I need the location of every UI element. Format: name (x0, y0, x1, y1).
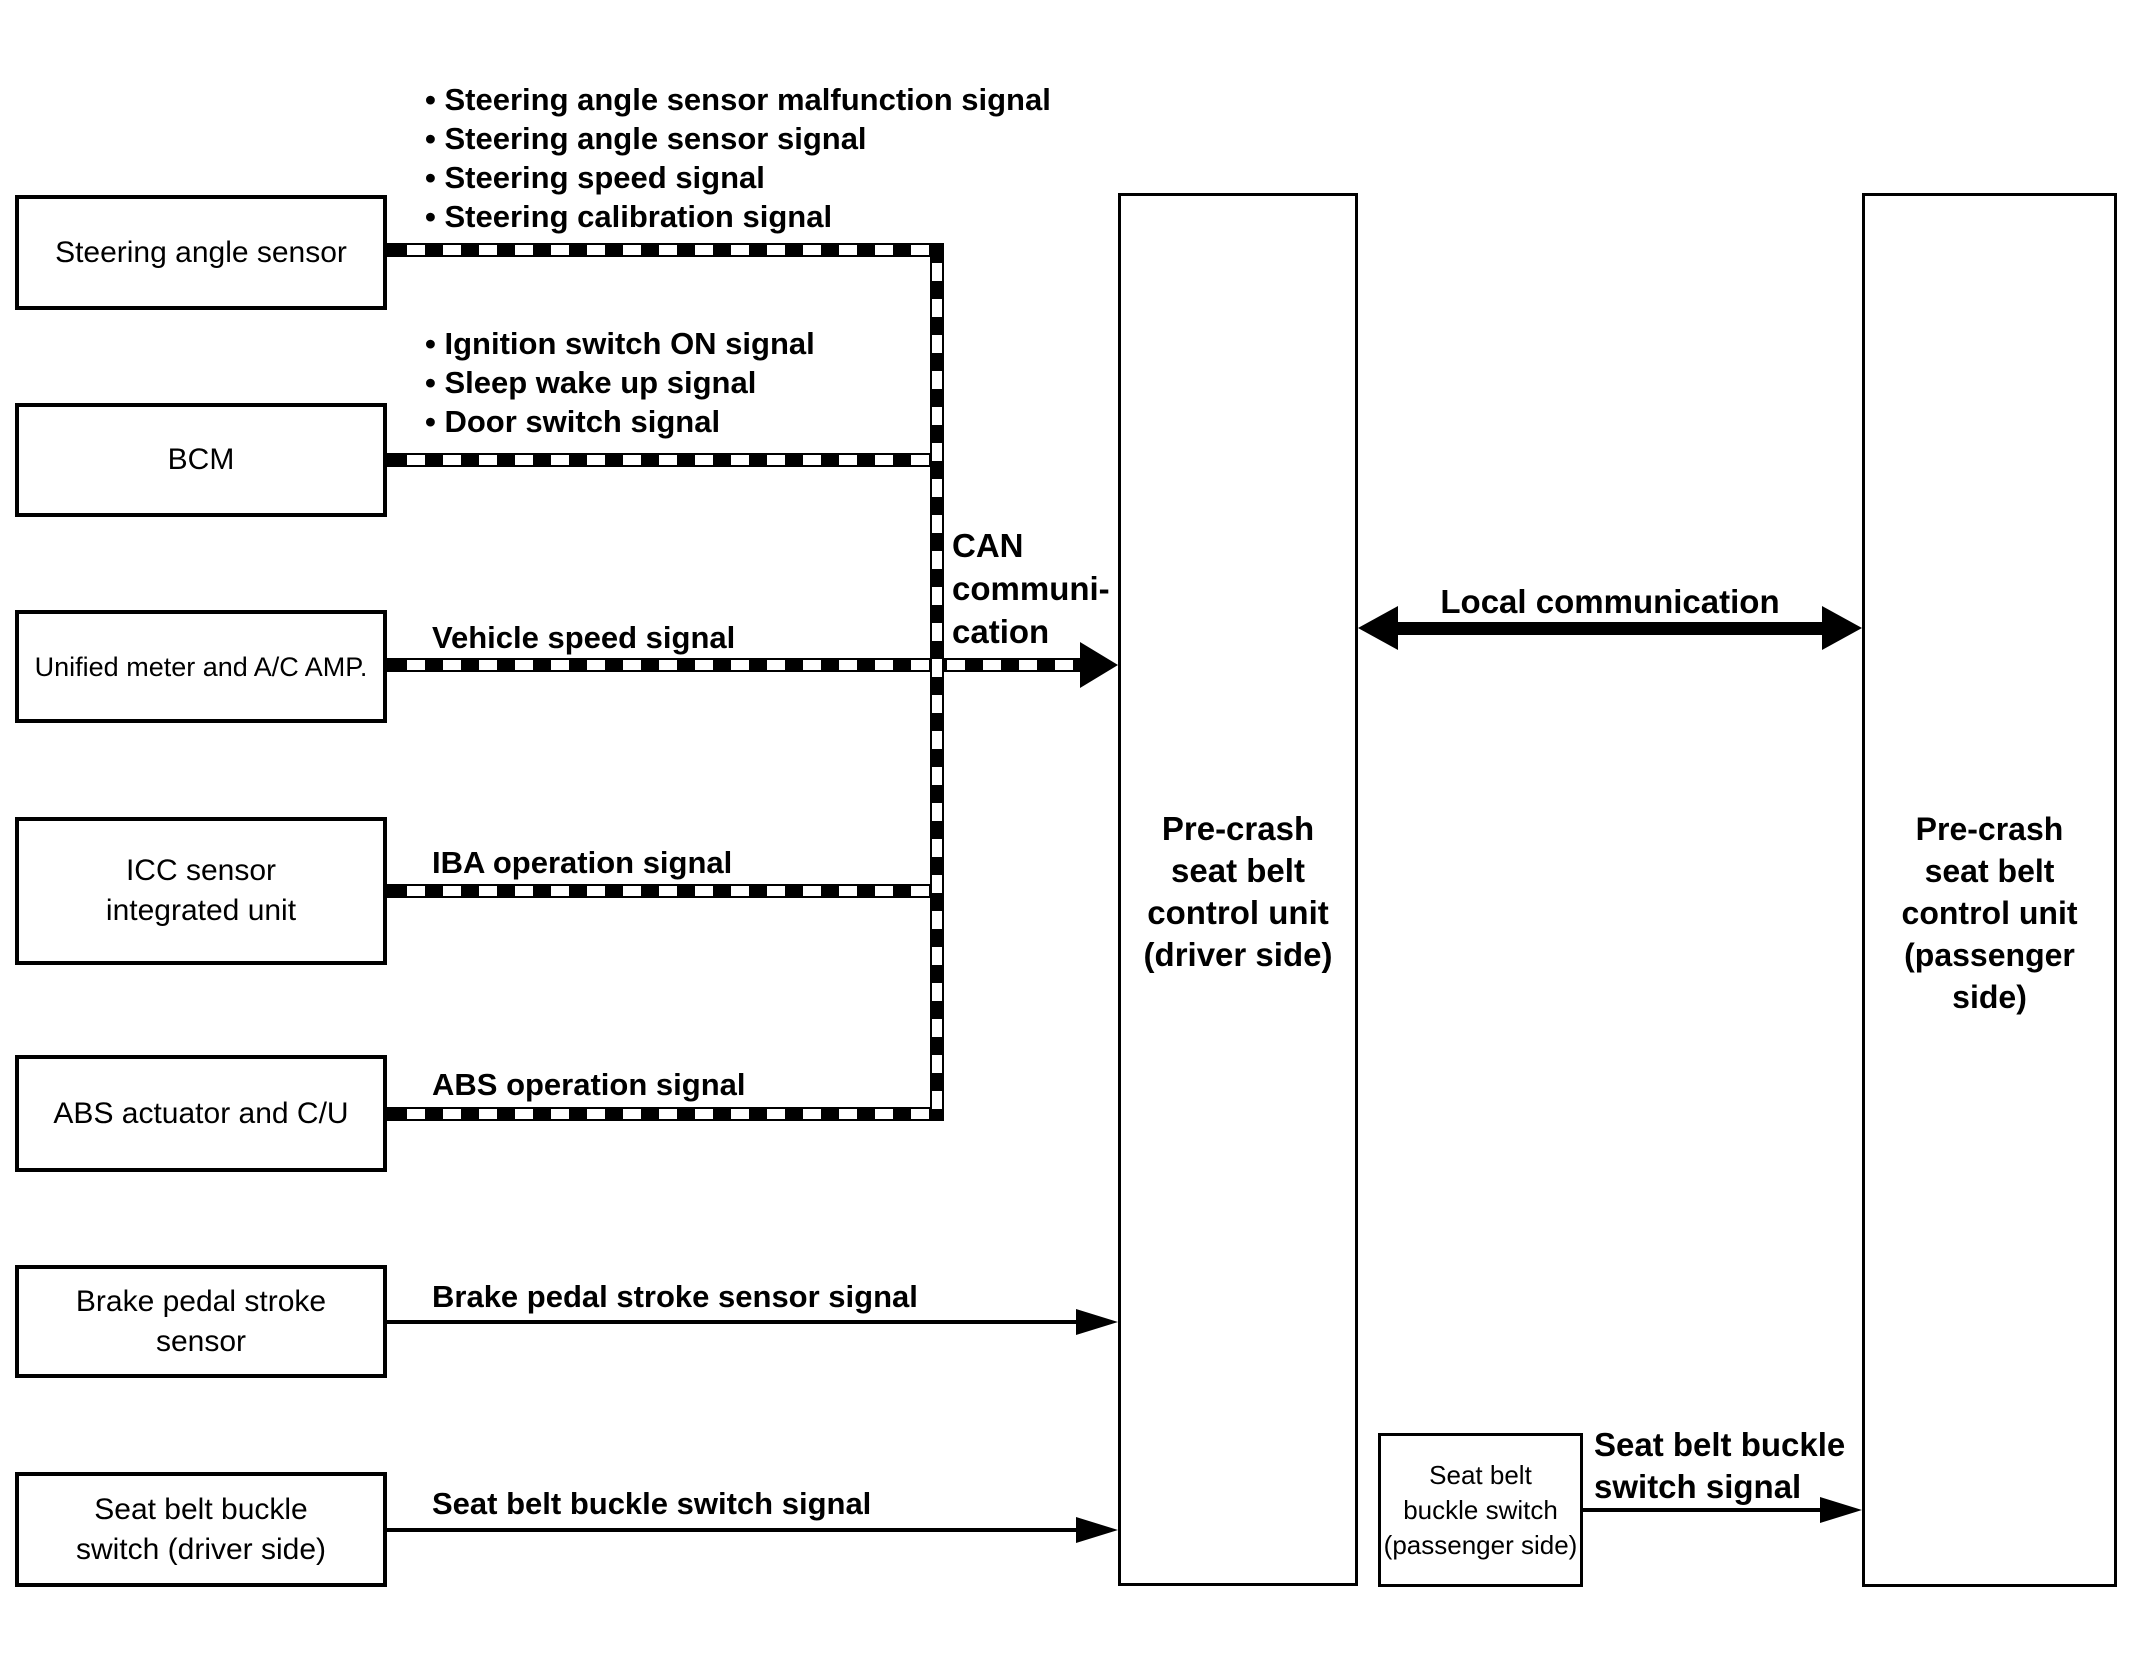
icc-label-line1: ICC sensor (125, 854, 277, 887)
seat-belt-buckle-switch-driver-box: Seat belt buckle switch (driver side) (15, 1472, 387, 1587)
bcm-box: BCM (15, 403, 387, 517)
steering-angle-sensor-box: Steering angle sensor (15, 195, 387, 310)
bullet-item: Steering calibration signal (425, 197, 1051, 236)
buckle-passenger-signal-arrowhead-icon (1820, 1497, 1862, 1523)
can-arrowhead-icon (1080, 642, 1118, 688)
bcm-signal-bullet-list: Ignition switch ON signal Sleep wake up … (425, 324, 815, 441)
local-communication-line (1396, 622, 1824, 635)
driver-unit-label-line2: seat belt (1171, 852, 1305, 889)
buckle-passenger-signal-line (1583, 1508, 1820, 1512)
driver-unit-label-line4: (driver side) (1143, 936, 1333, 973)
iba-operation-signal-label: IBA operation signal (432, 845, 733, 880)
abs-can-line (387, 1107, 944, 1121)
passenger-unit-label: Pre-crash seat belt control unit (passen… (1865, 808, 2114, 1018)
seat-belt-buckle-switch-signal-passenger-label: Seat belt buckle switch signal (1594, 1424, 1845, 1508)
brake-pedal-stroke-sensor-box: Brake pedal stroke sensor (15, 1265, 387, 1378)
vehicle-speed-signal-label: Vehicle speed signal (432, 620, 736, 655)
abs-operation-signal-label: ABS operation signal (432, 1067, 746, 1102)
pre-crash-seat-belt-control-unit-passenger-box: Pre-crash seat belt control unit (passen… (1862, 193, 2117, 1587)
can-communication-label: CAN communi- cation (952, 524, 1110, 653)
passenger-unit-label-line1: Pre-crash (1915, 811, 2064, 847)
abs-actuator-cu-label: ABS actuator and C/U (53, 1096, 349, 1130)
icc-label-line2: integrated unit (105, 894, 297, 927)
abs-actuator-cu-box: ABS actuator and C/U (15, 1055, 387, 1172)
passenger-unit-label-line3: control unit (1901, 895, 2078, 931)
passenger-unit-label-line2: seat belt (1924, 853, 2055, 889)
buckle-driver-signal-arrowhead-icon (1076, 1517, 1118, 1543)
seat-belt-buckle-switch-passenger-box: Seat belt buckle switch (passenger side) (1378, 1433, 1583, 1587)
buckle-driver-signal-line (387, 1528, 1076, 1532)
unified-meter-ac-amp-label: Unified meter and A/C AMP. (34, 651, 368, 682)
bullet-item: Steering angle sensor malfunction signal (425, 80, 1050, 119)
buckle-passenger-label-line1: Seat belt (1429, 1459, 1532, 1490)
can-label-line3: cation (952, 613, 1050, 650)
buckle-passenger-label-line2: buckle switch (1403, 1494, 1558, 1525)
driver-unit-label: Pre-crash seat belt control unit (driver… (1121, 808, 1355, 976)
brake-label-line1: Brake pedal stroke (75, 1284, 327, 1318)
buckle-passenger-label-line3: (passenger side) (1383, 1529, 1578, 1560)
brake-signal-line (387, 1320, 1076, 1324)
brake-label-line2: sensor (155, 1324, 247, 1358)
bullet-item: Steering angle sensor signal (425, 119, 1051, 158)
buckle-driver-label-line1: Seat belt buckle (94, 1492, 308, 1526)
buckle-passenger-signal-line1: Seat belt buckle (1594, 1426, 1846, 1463)
passenger-unit-label-line4: (passenger side) (1904, 937, 2075, 1015)
unified-meter-ac-amp-box: Unified meter and A/C AMP. (15, 610, 387, 723)
steering-signal-bullet-list: Steering angle sensor malfunction signal… (425, 80, 1051, 236)
local-communication-left-arrowhead-icon (1358, 606, 1398, 650)
local-communication-right-arrowhead-icon (1822, 606, 1862, 650)
buckle-passenger-signal-line2: switch signal (1594, 1468, 1802, 1505)
brake-pedal-stroke-sensor-signal-label: Brake pedal stroke sensor signal (432, 1279, 918, 1314)
bullet-item: Sleep wake up signal (425, 363, 815, 402)
icc-sensor-integrated-unit-box: ICC sensor integrated unit (15, 817, 387, 965)
brake-signal-arrowhead-icon (1076, 1309, 1118, 1335)
vehicle-speed-can-line (387, 658, 1080, 672)
bullet-item: Door switch signal (425, 402, 815, 441)
bcm-label: BCM (167, 443, 235, 476)
steering-can-line (387, 243, 944, 257)
seat-belt-buckle-switch-signal-driver-label: Seat belt buckle switch signal (432, 1486, 872, 1521)
buckle-driver-label-line2: switch (driver side) (75, 1532, 327, 1566)
bullet-item: Steering speed signal (425, 158, 1051, 197)
can-label-line2: communi- (952, 570, 1110, 607)
icc-can-line (387, 884, 944, 898)
bcm-can-line (387, 453, 944, 467)
can-bus-vertical-line (930, 243, 944, 1121)
pre-crash-seat-belt-control-unit-driver-box: Pre-crash seat belt control unit (driver… (1118, 193, 1358, 1586)
bullet-item: Ignition switch ON signal (425, 324, 814, 363)
steering-angle-sensor-label: Steering angle sensor (55, 235, 347, 269)
driver-unit-label-line1: Pre-crash (1161, 810, 1315, 847)
driver-unit-label-line3: control unit (1147, 894, 1329, 931)
local-communication-label: Local communication (1440, 583, 1780, 620)
can-label-line1: CAN (952, 527, 1024, 564)
